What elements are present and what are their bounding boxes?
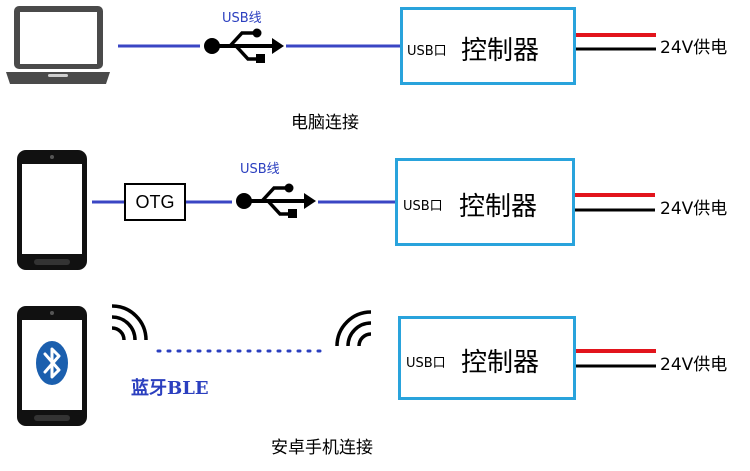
cable-line	[118, 44, 402, 48]
power-label: 24V供电	[660, 38, 728, 58]
usb-symbol-icon	[236, 183, 316, 218]
otg-label: OTG	[135, 191, 175, 212]
controller-box: USB口 控制器	[395, 158, 575, 246]
controller-label: 控制器	[461, 36, 540, 66]
smartphone-icon	[17, 150, 87, 270]
caption-android-connection: 安卓手机连接	[271, 438, 373, 458]
power-label: 24V供电	[660, 355, 728, 375]
controller-box: USB口 控制器	[400, 7, 576, 85]
power-wires	[575, 193, 655, 212]
otg-adapter: OTG	[124, 183, 186, 221]
controller-box: USB口 控制器	[398, 316, 576, 400]
usb-port-label: USB口	[403, 199, 443, 214]
power-wires	[576, 349, 656, 368]
wireless-link-dots	[156, 349, 328, 353]
usb-symbol-icon	[204, 28, 284, 63]
cable-line	[92, 200, 395, 204]
usb-cable-label: USB线	[222, 11, 262, 26]
controller-label: 控制器	[459, 192, 538, 222]
controller-label: 控制器	[461, 348, 540, 378]
usb-port-label: USB口	[406, 356, 446, 371]
power-wires	[576, 33, 656, 51]
bluetooth-ble-label: 蓝牙BLE	[131, 378, 209, 399]
wireless-signal-icon	[335, 310, 372, 347]
bluetooth-icon	[36, 341, 68, 385]
laptop-icon	[6, 6, 110, 84]
power-label: 24V供电	[660, 199, 728, 219]
usb-cable-label: USB线	[240, 162, 280, 177]
caption-pc-connection: 电脑连接	[291, 113, 359, 133]
usb-port-label: USB口	[407, 44, 447, 59]
wireless-signal-icon	[111, 304, 148, 341]
